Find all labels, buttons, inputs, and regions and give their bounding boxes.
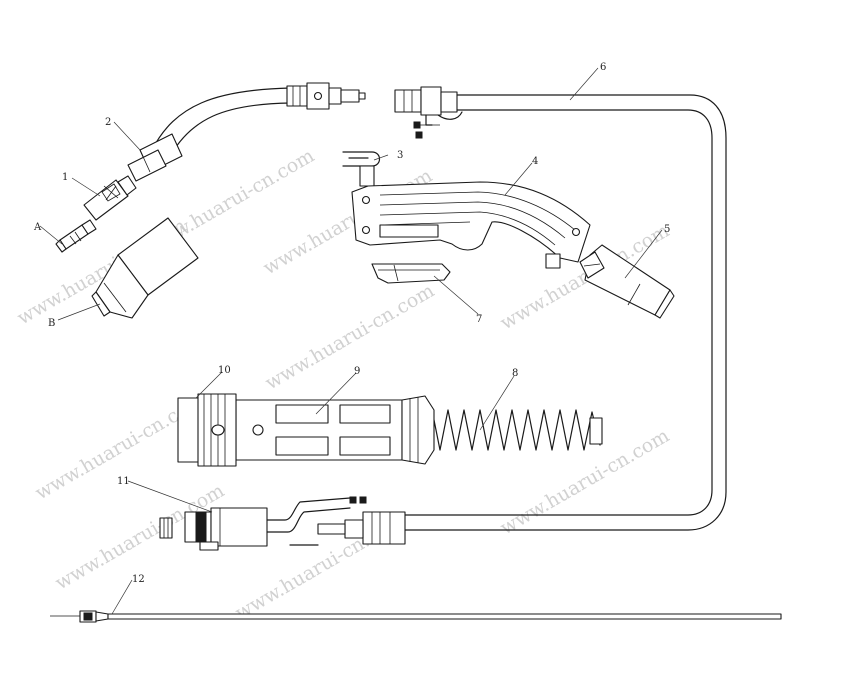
trigger <box>371 263 451 284</box>
label-12: 12 <box>132 574 145 585</box>
label-7: 7 <box>476 314 482 325</box>
label-8: 8 <box>512 368 518 379</box>
trigger-clip <box>342 151 381 187</box>
label-1: 1 <box>62 172 68 183</box>
gas-diffuser <box>83 175 137 221</box>
central-connector <box>159 497 351 551</box>
leader-lines <box>39 67 663 615</box>
nozzle <box>91 217 199 319</box>
label-10: 10 <box>218 365 231 376</box>
label-2: 2 <box>105 117 111 128</box>
label-3: 3 <box>397 150 403 161</box>
cable-support <box>235 395 435 465</box>
part-labels: A B 1 2 3 4 5 6 7 8 9 10 11 12 <box>33 62 670 585</box>
handle-rear <box>579 244 675 319</box>
label-11: 11 <box>117 476 130 487</box>
label-9: 9 <box>354 366 360 377</box>
watermark: www.huarui-cn.com <box>262 280 439 395</box>
label-B: B <box>48 318 55 329</box>
spring-guard <box>431 409 603 451</box>
wire-liner <box>50 610 782 623</box>
handle-body <box>351 181 591 269</box>
watermark: www.huarui-cn.com <box>497 425 674 540</box>
label-4: 4 <box>532 156 538 167</box>
label-A: A <box>33 222 42 233</box>
label-6: 6 <box>600 62 606 73</box>
swan-neck <box>127 82 366 182</box>
cable-assembly <box>317 86 727 545</box>
label-5: 5 <box>664 224 670 235</box>
lock-nut <box>177 393 237 467</box>
contact-tip <box>55 219 97 253</box>
